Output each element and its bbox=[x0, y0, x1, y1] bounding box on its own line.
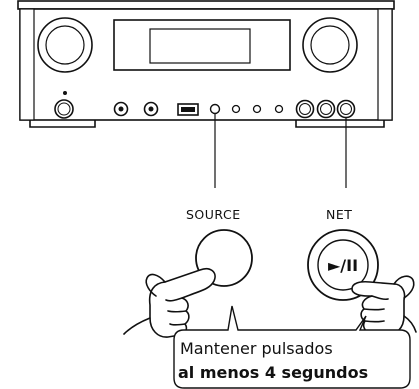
play-pause-symbol: ►/II bbox=[328, 256, 358, 275]
right-foot bbox=[295, 120, 385, 128]
callout-line1: Mantener pulsados bbox=[180, 339, 333, 358]
aux-jack bbox=[143, 101, 159, 117]
small-button-4 bbox=[274, 104, 284, 114]
source-button bbox=[209, 103, 221, 115]
usb-port bbox=[177, 103, 199, 116]
left-hand-illustration bbox=[123, 267, 216, 338]
headphone-jack bbox=[113, 101, 129, 117]
net-label: NET bbox=[326, 207, 353, 222]
volume-knob-left bbox=[37, 17, 93, 73]
volume-knob-right bbox=[302, 17, 358, 73]
callout-line2: al menos 4 segundos bbox=[178, 363, 369, 382]
top-cover bbox=[17, 0, 395, 10]
net-button bbox=[336, 99, 356, 119]
display-window bbox=[113, 19, 291, 71]
small-button-2 bbox=[231, 104, 241, 114]
callout-bubble bbox=[173, 305, 411, 389]
power-button bbox=[54, 91, 74, 119]
round-button-2 bbox=[316, 99, 336, 119]
source-label: SOURCE bbox=[186, 207, 241, 222]
left-foot bbox=[29, 120, 96, 128]
round-button-1 bbox=[295, 99, 315, 119]
small-button-3 bbox=[252, 104, 262, 114]
receiver-unit bbox=[17, 0, 395, 128]
